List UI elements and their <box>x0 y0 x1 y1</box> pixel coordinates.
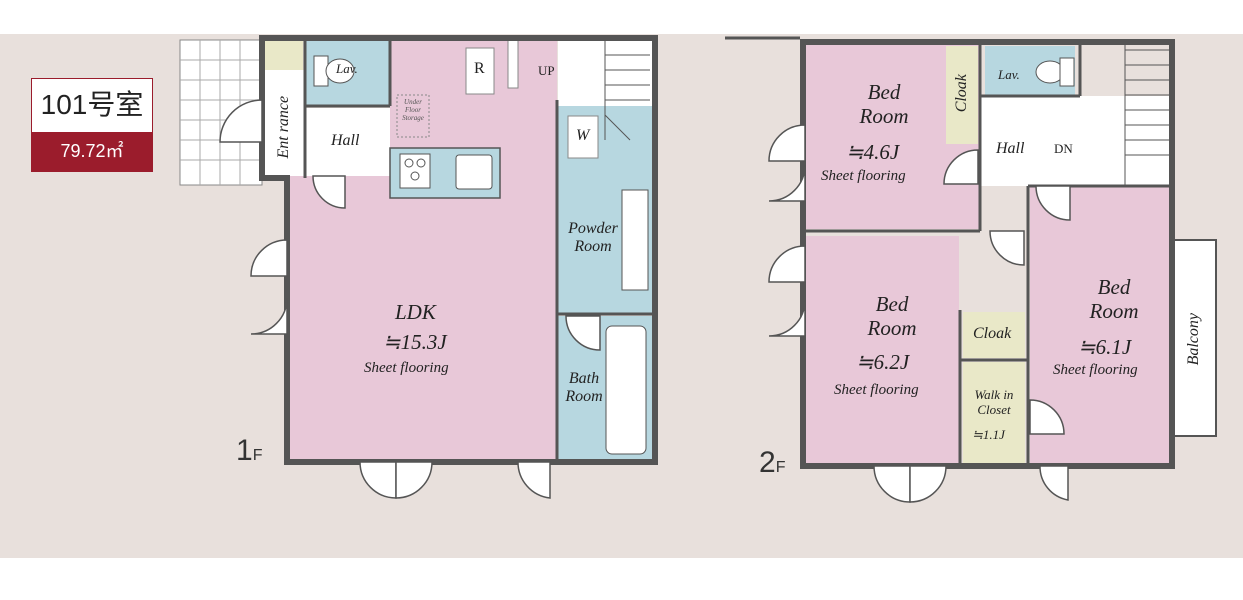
up-label: UP <box>538 63 555 78</box>
bed2-area <box>805 236 959 464</box>
toilet-2f <box>1059 57 1075 87</box>
cloak2-label: Cloak <box>973 325 1012 342</box>
window-ldk-bottom-3 <box>517 461 551 499</box>
floor-1 <box>179 35 658 499</box>
stove <box>399 153 431 189</box>
door-hall-ldk <box>312 175 346 209</box>
entrance-mat <box>263 40 303 70</box>
bed1-floor: Sheet flooring <box>821 168 906 184</box>
wall-1f-outline <box>259 35 658 465</box>
window-ldk-left-1 <box>250 239 288 277</box>
cloak1-area <box>946 46 978 144</box>
window-bed3-bottom <box>1039 465 1069 501</box>
window-bed1-2 <box>768 164 806 202</box>
window-bed2-2 <box>768 299 806 337</box>
window-ldk-left-2 <box>250 297 288 335</box>
entrance-label: Ent rance <box>274 95 292 159</box>
ldk-area <box>287 176 557 460</box>
bed2-label: Bed Room <box>867 292 917 341</box>
floor-2-number: 2 <box>759 446 776 479</box>
lav-1f-label: Lav. <box>336 61 358 76</box>
wic-area <box>963 362 1025 464</box>
bed1-label: Bed Room <box>859 80 909 129</box>
unit-badge: 101号室 79.72㎡ <box>31 78 153 172</box>
cloak2-area <box>963 312 1025 358</box>
bathtub <box>605 325 647 455</box>
ldk-floor: Sheet flooring <box>364 360 449 376</box>
hall-1f-label: Hall <box>331 132 360 149</box>
pantry-shelf <box>507 39 519 89</box>
floor-2-tag: 2F <box>759 446 785 480</box>
entrance-area <box>262 70 305 176</box>
under-floor-storage-label: Under Floor Storage <box>402 98 424 123</box>
floor-1-tag: 1F <box>236 434 262 468</box>
washer-label: W <box>576 127 590 144</box>
floor-2 <box>725 36 1217 503</box>
unit-number: 101号室 <box>40 89 144 120</box>
unit-area: 79.72㎡ <box>32 132 152 171</box>
lav-2f-label: Lav. <box>998 67 1020 82</box>
window-bed2-bottom-2 <box>909 465 947 503</box>
door-entrance <box>219 99 263 143</box>
vanity <box>621 189 649 291</box>
wic-size: ≒1.1J <box>972 427 1005 442</box>
under-floor-storage-box <box>396 94 430 138</box>
bed3-label: Bed Room <box>1089 275 1139 324</box>
balcony-area <box>1171 239 1217 437</box>
wic-label: Walk in Closet <box>974 387 1014 417</box>
hall-2f-area <box>980 96 1170 186</box>
bed2-floor: Sheet flooring <box>834 382 919 398</box>
window-bed2-1 <box>768 245 806 283</box>
window-ldk-bottom-2 <box>395 461 433 499</box>
powder-room-label: Powder Room <box>568 220 618 256</box>
bed3-size: ≒6.1J <box>1078 335 1132 359</box>
balcony-label: Balcony <box>1184 312 1202 366</box>
washer-box <box>567 115 599 159</box>
floor-2-suffix: F <box>775 459 786 476</box>
door-bath <box>565 315 601 351</box>
door-bed1 <box>943 149 979 185</box>
cloak1-label: Cloak <box>952 74 970 113</box>
hall-2f-label: Hall <box>996 140 1025 157</box>
sink <box>455 154 493 190</box>
fridge-box <box>465 47 495 95</box>
floor-1-suffix: F <box>252 447 263 464</box>
dn-label: DN <box>1054 141 1073 156</box>
fridge-label: R <box>474 60 485 77</box>
bed3-floor: Sheet flooring <box>1053 362 1138 378</box>
ldk-size: ≒15.3J <box>383 330 447 354</box>
door-bed2 <box>989 230 1025 266</box>
door-wic <box>1029 399 1065 435</box>
floor-1-number: 1 <box>236 434 253 467</box>
window-bed1-1 <box>768 124 806 162</box>
door-bed3 <box>1035 185 1071 221</box>
bath-room-label: Bath Room <box>565 370 603 406</box>
bed1-size: ≒4.6J <box>846 140 900 164</box>
hall-1f-area <box>305 108 390 176</box>
bed2-size: ≒6.2J <box>856 350 910 374</box>
ldk-label: LDK <box>395 300 436 324</box>
